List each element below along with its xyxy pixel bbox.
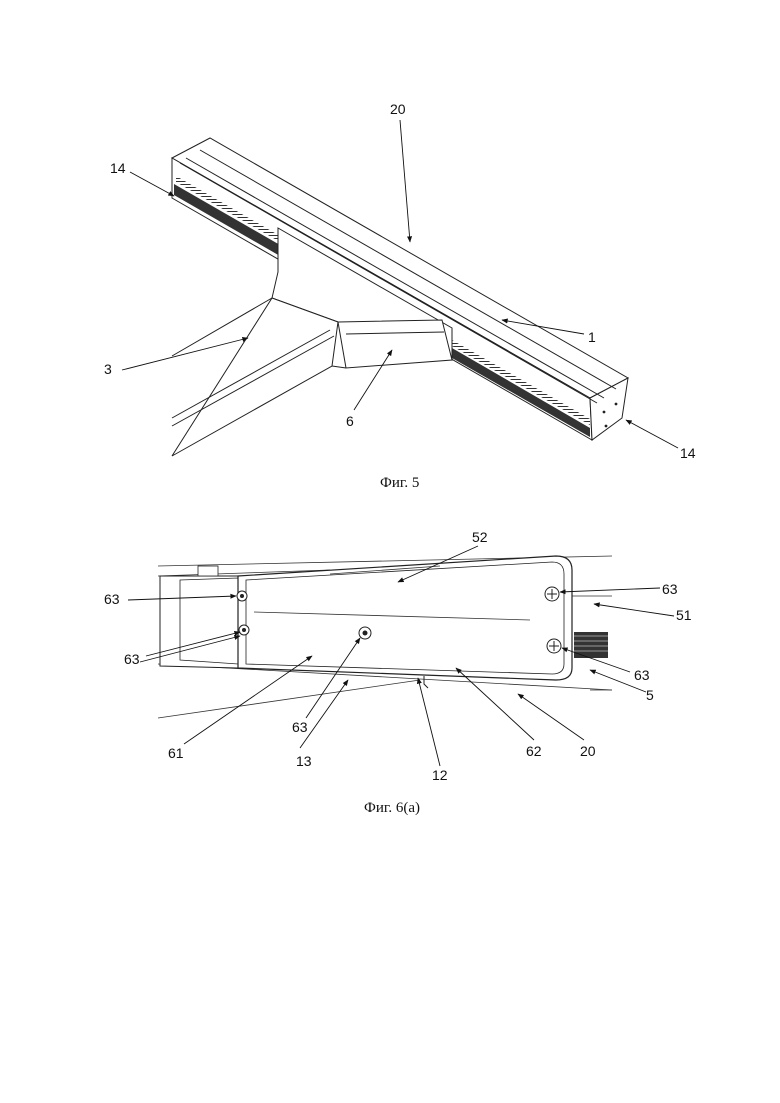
leader-63b bbox=[560, 588, 660, 592]
figure-6a-caption: Фиг. 6(а) bbox=[364, 800, 420, 816]
leader-14-left bbox=[130, 172, 174, 196]
figure-5-caption: Фиг. 5 bbox=[380, 475, 419, 491]
leader-20 bbox=[400, 120, 410, 242]
label-63-left-bottom: 63 bbox=[124, 651, 140, 667]
label-1: 1 bbox=[588, 329, 596, 345]
label-12: 12 bbox=[432, 767, 448, 783]
leader-12 bbox=[418, 678, 440, 766]
cover-plate bbox=[238, 556, 572, 680]
label-63-center: 63 bbox=[292, 719, 308, 735]
label-63-right-bottom: 63 bbox=[634, 667, 650, 683]
leader-51 bbox=[594, 604, 674, 616]
leader-14-right bbox=[626, 420, 678, 448]
label-20: 20 bbox=[390, 101, 406, 117]
leader-13 bbox=[300, 680, 348, 748]
label-20-fig6: 20 bbox=[580, 743, 596, 759]
label-6: 6 bbox=[346, 413, 354, 429]
label-14-left: 14 bbox=[110, 160, 126, 176]
label-63-right-top: 63 bbox=[662, 581, 678, 597]
figure-6a: 52 63 63 51 63 63 5 61 63 13 12 62 20 Фи… bbox=[104, 529, 692, 816]
label-63-left-top: 63 bbox=[104, 591, 120, 607]
figure-5: 20 14 1 3 6 14 Фиг. 5 bbox=[104, 101, 696, 491]
label-51: 51 bbox=[676, 607, 692, 623]
label-52: 52 bbox=[472, 529, 488, 545]
label-14-right: 14 bbox=[680, 445, 696, 461]
label-5: 5 bbox=[646, 687, 654, 703]
label-13: 13 bbox=[296, 753, 312, 769]
leader-20b bbox=[518, 694, 584, 740]
label-61: 61 bbox=[168, 745, 184, 761]
label-62: 62 bbox=[526, 743, 542, 759]
label-3: 3 bbox=[104, 361, 112, 377]
